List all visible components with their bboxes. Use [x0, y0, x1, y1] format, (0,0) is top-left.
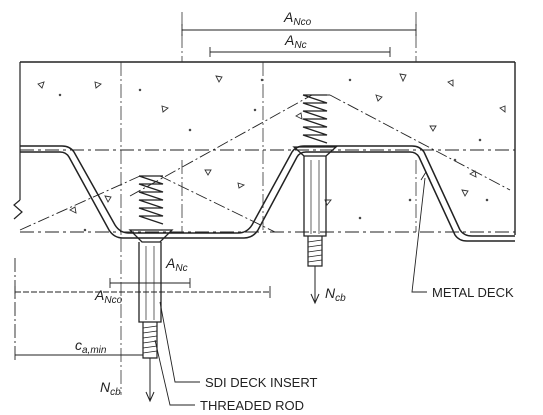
centerlines — [120, 12, 417, 395]
insert-left-spring — [138, 175, 164, 225]
dimension-top — [181, 24, 417, 57]
label-camin: ca,min — [75, 337, 107, 356]
insert-right-spring — [302, 94, 328, 144]
label-metal-deck: METAL DECK — [432, 285, 514, 300]
insert-right-body — [303, 156, 327, 237]
dimension-bottom — [14, 258, 271, 362]
cone-right-left-edge — [129, 94, 313, 197]
metal-deck-inner — [20, 151, 515, 242]
label-ncb-left: Ncb — [100, 379, 121, 398]
metal-deck-outer — [20, 145, 515, 237]
label-anc-bottom: ANc — [165, 255, 188, 274]
label-anco-top: ANco — [283, 9, 312, 28]
leaders — [154, 171, 431, 406]
deck-insert-right — [292, 94, 338, 305]
label-anco-bottom: ANco — [94, 287, 123, 306]
cone-left-right-edge — [159, 175, 276, 233]
cone-left-left-edge — [19, 175, 141, 231]
leader-sdi-deck-insert — [159, 301, 200, 383]
concrete-aggregate — [37, 73, 506, 232]
label-anc-top: ANc — [284, 32, 307, 51]
metal-deck — [20, 145, 515, 242]
label-sdi-deck-insert: SDI DECK INSERT — [205, 375, 318, 390]
slab-break-line — [13, 62, 23, 220]
leader-metal-deck — [411, 177, 427, 293]
insert-left-flange — [128, 229, 174, 243]
insert-left-body — [138, 242, 162, 323]
leader-threaded-rod — [154, 339, 195, 406]
label-threaded-rod: THREADED ROD — [200, 398, 304, 413]
concrete-slab — [13, 61, 516, 235]
cone-right-right-edge — [329, 94, 511, 191]
label-ncb-right: Ncb — [325, 285, 346, 304]
deck-insert-left — [128, 175, 174, 403]
